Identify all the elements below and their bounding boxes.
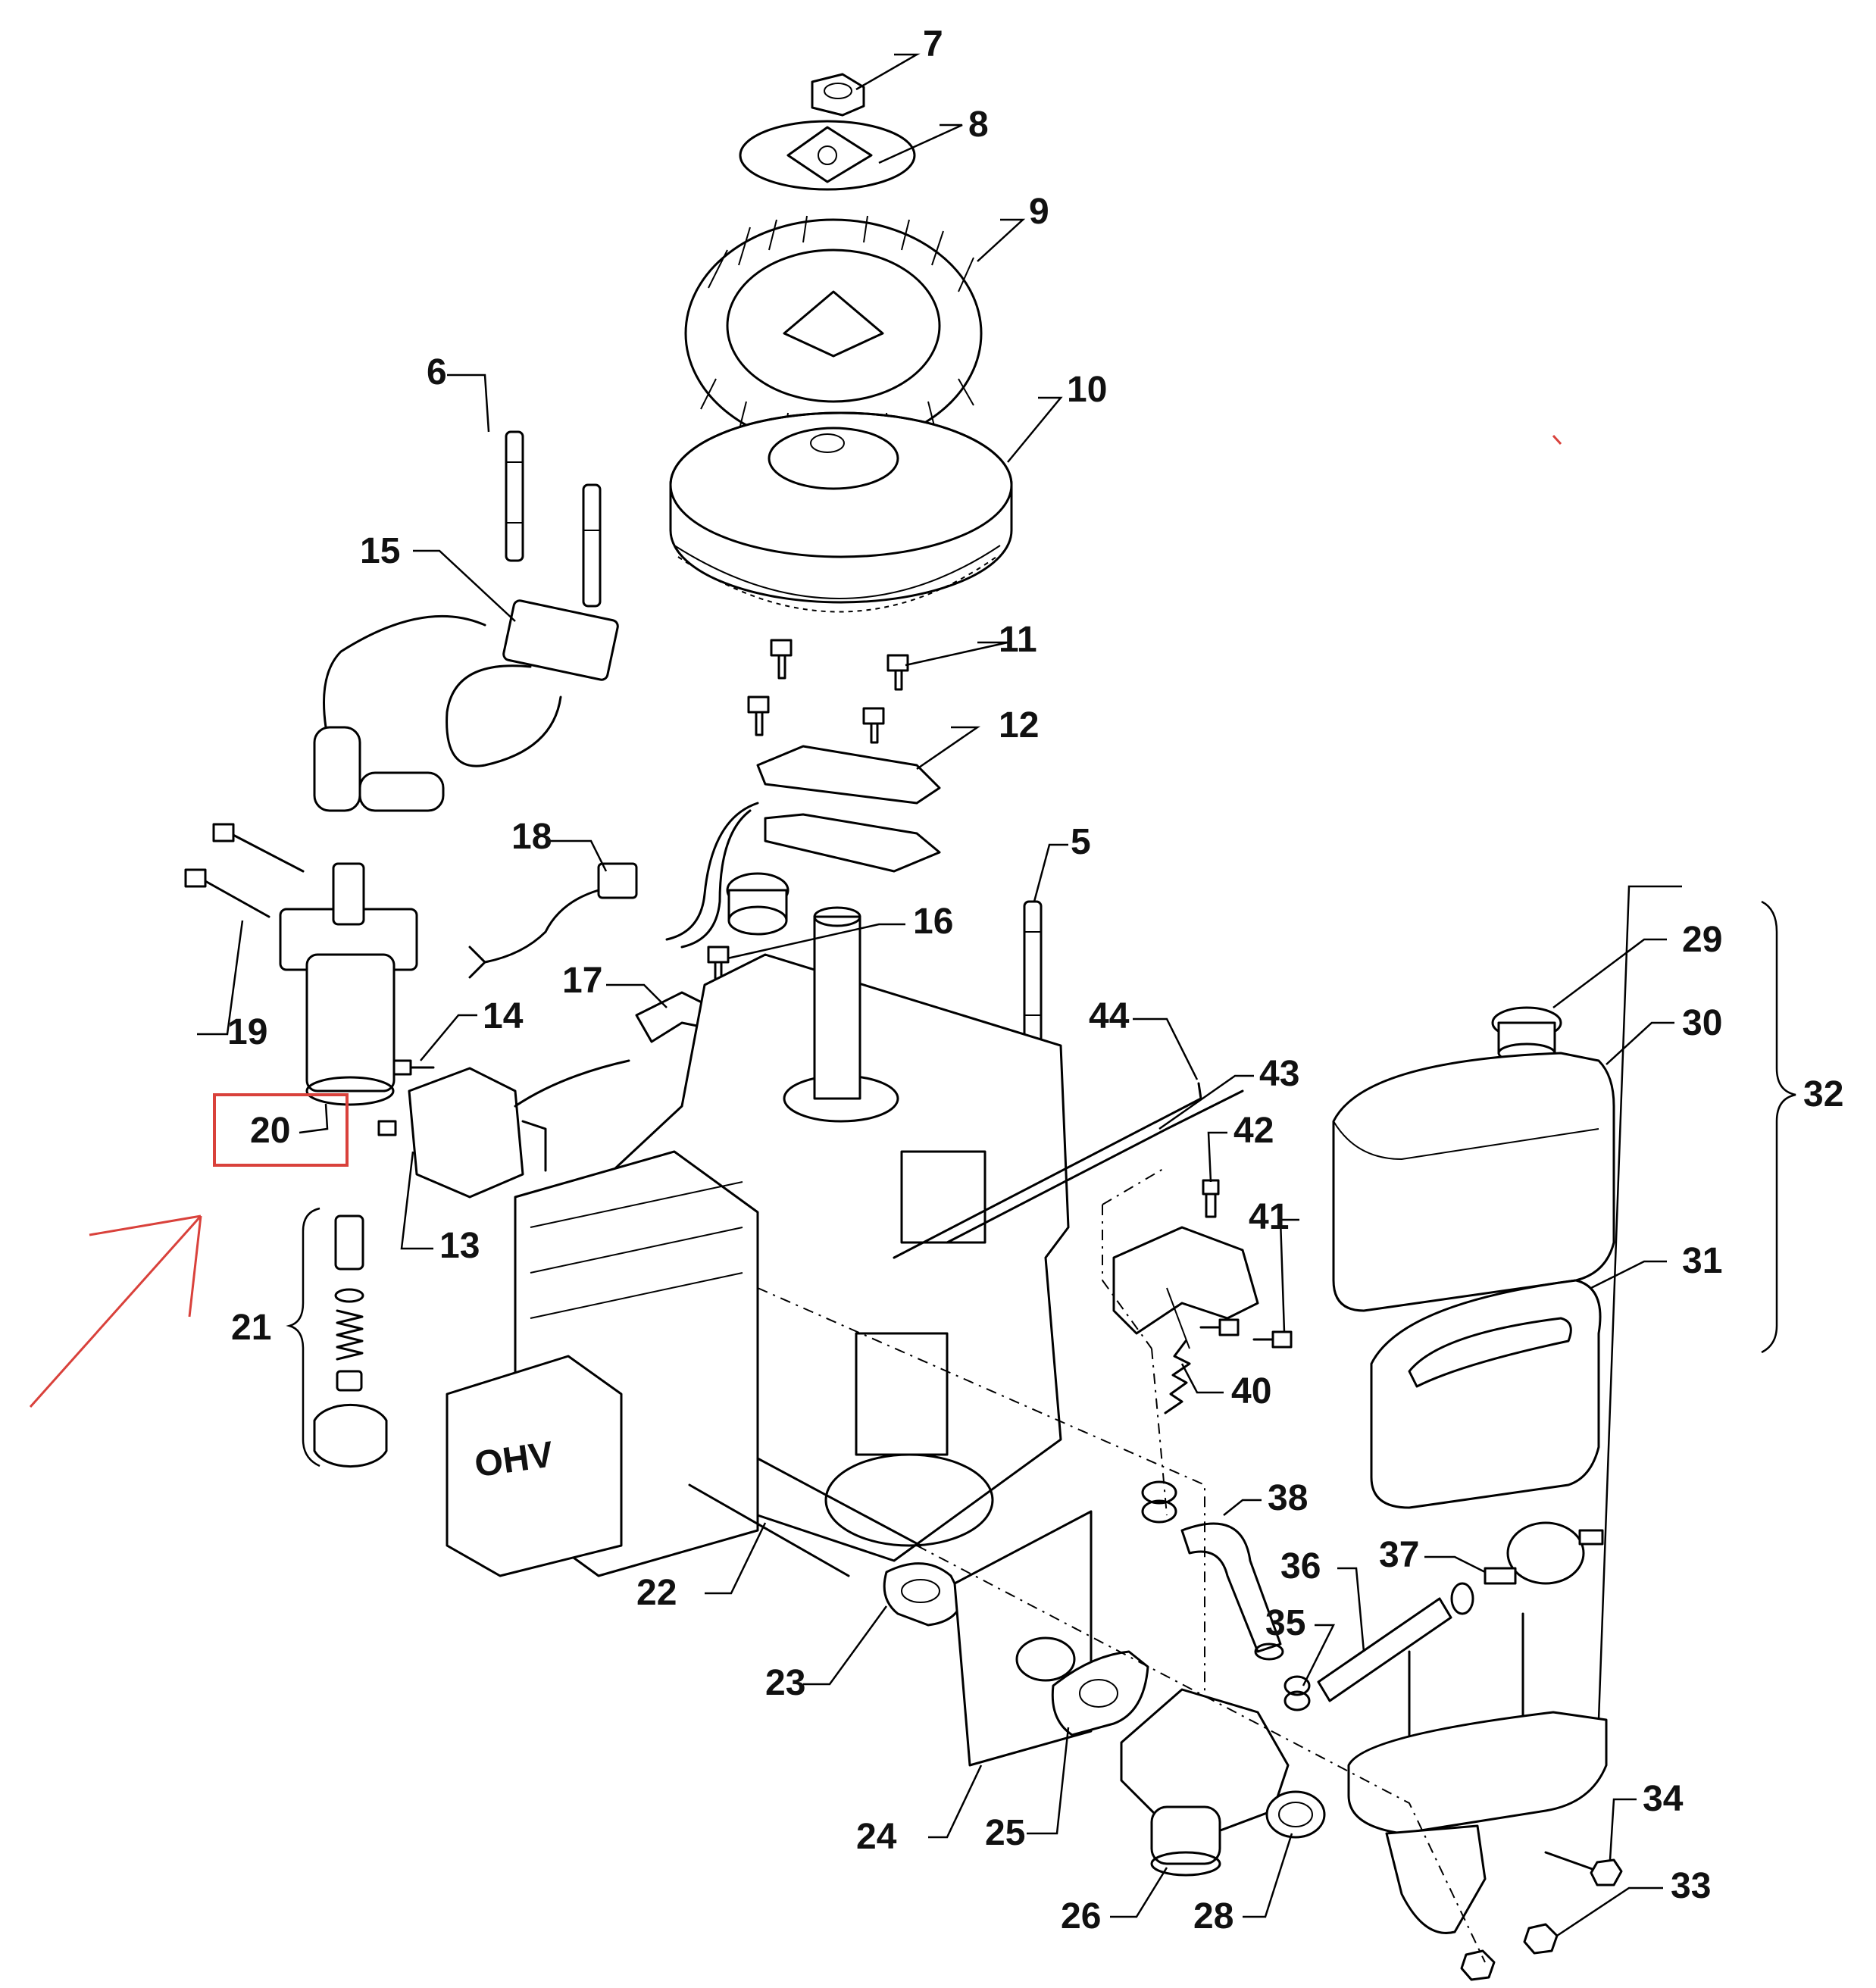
part-26-carburetor <box>1120 1688 1290 1877</box>
part-7-nut <box>811 73 865 117</box>
callout-18: 18 <box>511 817 552 857</box>
oil-filler-cap <box>726 872 789 936</box>
callout-40: 40 <box>1231 1371 1271 1411</box>
callout-26: 26 <box>1061 1896 1101 1936</box>
callout-21: 21 <box>231 1308 271 1348</box>
callout-43: 43 <box>1259 1054 1299 1094</box>
callout-7: 7 <box>923 24 943 64</box>
part-37-fuel-filter <box>1484 1521 1604 1585</box>
callout-28: 28 <box>1193 1896 1233 1936</box>
leader-lines <box>197 53 1682 1937</box>
part-28-gasket <box>1265 1790 1326 1839</box>
part-40-spring <box>1164 1339 1191 1414</box>
callout-25: 25 <box>985 1813 1025 1853</box>
part-5-stud <box>1023 900 1043 1047</box>
part-34-bolt <box>1544 1851 1623 1886</box>
red-arrow-annotation <box>29 1214 202 1408</box>
callout-36: 36 <box>1280 1546 1321 1586</box>
part-20-starter-motor <box>279 862 418 1106</box>
part-43-rod <box>946 1089 1244 1244</box>
red-stray-mark <box>1552 434 1562 445</box>
callout-17: 17 <box>562 961 602 1001</box>
callout-8: 8 <box>968 105 989 145</box>
callout-31: 31 <box>1682 1241 1722 1281</box>
part-31-filter-element <box>1370 1279 1602 1509</box>
part-33-nuts <box>1460 1923 1559 1981</box>
part-21-spring-set <box>313 1214 388 1468</box>
stud-15-mount <box>582 483 602 608</box>
part-35-clip <box>1283 1675 1311 1711</box>
hose-clamp <box>1141 1480 1177 1524</box>
callout-24: 24 <box>856 1817 897 1857</box>
governor-bracket <box>1112 1226 1259 1349</box>
callout-23: 23 <box>765 1663 805 1703</box>
callout-12: 12 <box>999 705 1039 746</box>
part-11-bolts <box>747 639 909 744</box>
callout-6: 6 <box>427 352 447 392</box>
part-13-regulator <box>377 1059 630 1199</box>
callout-16: 16 <box>913 902 953 942</box>
part-36-tube <box>1317 1597 1452 1702</box>
part-30-filter-cover <box>1332 1052 1615 1312</box>
bracket-group-32 <box>1761 900 1796 1354</box>
callout-35: 35 <box>1265 1603 1305 1643</box>
part-8-plate <box>739 120 916 191</box>
callout-15: 15 <box>360 531 400 571</box>
part-6-stud <box>505 430 524 562</box>
callout-41: 41 <box>1249 1197 1289 1237</box>
callout-10: 10 <box>1067 370 1107 410</box>
part-18-connector <box>468 862 638 979</box>
callout-29: 29 <box>1682 920 1722 960</box>
callout-32: 32 <box>1803 1074 1843 1114</box>
callout-labels: 7 8 9 6 10 15 11 12 18 5 16 29 17 19 14 … <box>227 24 1843 1936</box>
callout-5: 5 <box>1071 822 1091 862</box>
callout-19: 19 <box>227 1012 267 1052</box>
callout-30: 30 <box>1682 1003 1722 1043</box>
part-19-bolts <box>184 823 305 918</box>
callout-9: 9 <box>1029 192 1049 232</box>
part-12-charge-coil <box>665 745 941 949</box>
callout-34: 34 <box>1643 1779 1684 1819</box>
part-14-screw <box>392 1059 435 1076</box>
part-42-screw <box>1202 1179 1220 1218</box>
callout-11: 11 <box>999 620 1037 660</box>
part-23-gasket <box>883 1562 964 1627</box>
callout-20: 20 <box>250 1111 290 1151</box>
callout-38: 38 <box>1268 1478 1308 1518</box>
part-15-ignition-coil <box>313 599 619 812</box>
callout-13: 13 <box>439 1226 480 1266</box>
callout-33: 33 <box>1671 1866 1711 1906</box>
highlight-box-part-20 <box>213 1093 349 1167</box>
engine-block: OHV <box>446 906 1070 1577</box>
callout-37: 37 <box>1379 1535 1419 1575</box>
callout-22: 22 <box>636 1573 677 1613</box>
part-9-fan <box>684 215 983 449</box>
part-10-flywheel <box>669 411 1013 613</box>
part-38-hose <box>1180 1522 1284 1661</box>
callout-14: 14 <box>483 996 524 1036</box>
callout-42: 42 <box>1233 1111 1274 1151</box>
fuel-filter-clip <box>1450 1582 1474 1615</box>
alignment-lines <box>757 1166 1486 1963</box>
bracket-group-21 <box>286 1207 320 1468</box>
callout-44: 44 <box>1089 996 1130 1036</box>
part-25-gasket <box>1051 1650 1149 1736</box>
part-41-screws <box>1199 1318 1293 1349</box>
part-22-studs <box>688 1457 922 1577</box>
air-filter-base <box>1347 1612 1608 1934</box>
